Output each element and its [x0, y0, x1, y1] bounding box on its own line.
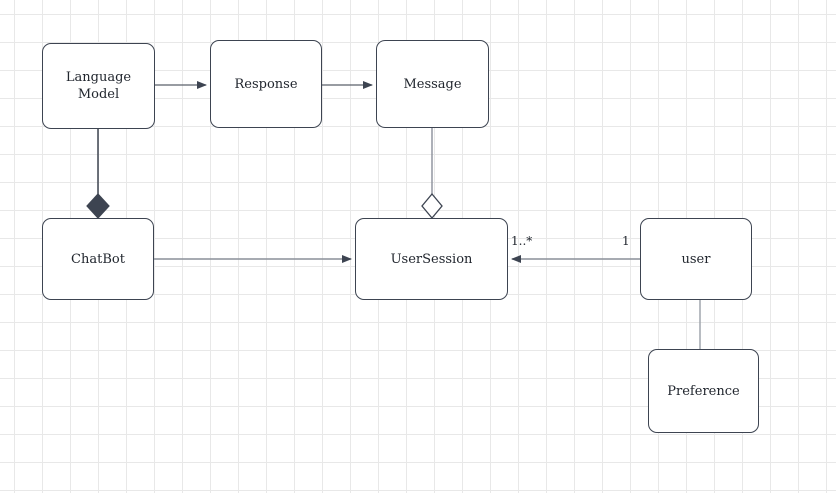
- node-message-label: Message: [403, 76, 462, 92]
- node-user[interactable]: user: [640, 218, 752, 300]
- node-preference[interactable]: Preference: [648, 349, 759, 433]
- node-chatbot[interactable]: ChatBot: [42, 218, 154, 300]
- node-message[interactable]: Message: [376, 40, 489, 128]
- node-language-model-label: Language Model: [65, 70, 132, 102]
- node-preference-label: Preference: [667, 383, 740, 399]
- node-language-model[interactable]: Language Model: [42, 43, 155, 129]
- node-user-label: user: [681, 251, 711, 267]
- hollow-diamond-marker: [421, 192, 443, 220]
- node-usersession-label: UserSession: [390, 251, 473, 267]
- node-chatbot-label: ChatBot: [71, 251, 125, 267]
- multiplicity-label-user-side: 1: [622, 234, 630, 248]
- edge-language-model-to-chatbot: [86, 129, 110, 219]
- edge-message-to-usersession: [421, 128, 443, 220]
- node-usersession[interactable]: UserSession: [355, 218, 508, 300]
- node-response-label: Response: [234, 76, 298, 92]
- node-response[interactable]: Response: [210, 40, 322, 128]
- multiplicity-label-usersession-side: 1..*: [511, 234, 533, 248]
- filled-diamond-marker: [86, 193, 110, 219]
